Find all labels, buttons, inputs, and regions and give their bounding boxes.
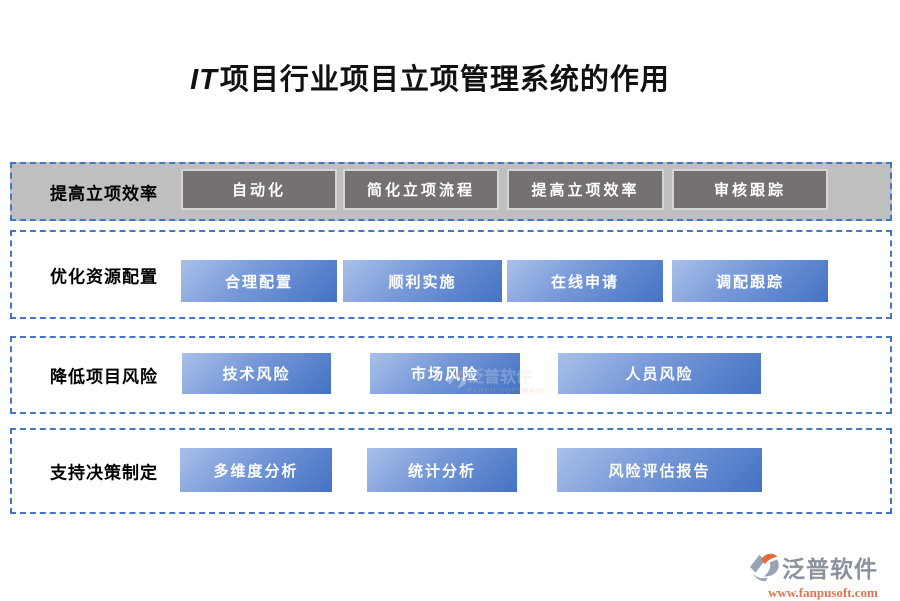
diagram-box-technical-risk: 技术风险	[182, 353, 331, 394]
diagram-box-smooth-implementation: 顺利实施	[343, 260, 502, 302]
diagram-box-reasonable-allocation: 合理配置	[181, 260, 337, 302]
row-reduce-risk: 降低项目风险 技术风险 市场风险 人员风险	[10, 336, 892, 414]
page-title: IT项目行业项目立项管理系统的作用	[0, 56, 860, 98]
brand-url: www.fanpusoft.com	[768, 585, 878, 600]
diagram-box-automation: 自动化	[181, 169, 337, 210]
diagram-box-multidimensional-analysis: 多维度分析	[180, 448, 332, 492]
row-label: 优化资源配置	[50, 267, 158, 286]
brand-watermark: 泛普软件 www.fanpusoft.com	[750, 550, 896, 601]
title-text: 项目行业项目立项管理系统的作用	[219, 64, 670, 96]
row-label: 提高立项效率	[50, 184, 158, 203]
brand-name: 泛普软件	[782, 557, 878, 582]
row-support-decision: 支持决策制定 多维度分析 统计分析 风险评估报告	[10, 428, 892, 514]
diagram-box-risk-assessment-report: 风险评估报告	[557, 448, 762, 492]
diagram-box-simplify-process: 简化立项流程	[343, 169, 499, 210]
row-label: 支持决策制定	[50, 463, 158, 483]
diagram-box-improve-efficiency: 提高立项效率	[507, 169, 664, 210]
diagram-box-dispatch-tracking: 调配跟踪	[672, 260, 828, 302]
diagram-box-online-application: 在线申请	[507, 260, 663, 302]
row-label: 降低项目风险	[50, 367, 158, 387]
row-improve-efficiency: 提高立项效率 自动化 简化立项流程 提高立项效率 审核跟踪	[10, 162, 892, 221]
diagram-box-personnel-risk: 人员风险	[558, 353, 761, 394]
diagram-box-market-risk: 市场风险	[370, 353, 520, 394]
diagram-box-statistical-analysis: 统计分析	[367, 448, 517, 492]
row-optimize-resources: 优化资源配置 合理配置 顺利实施 在线申请 调配跟踪	[10, 230, 892, 319]
diagram-box-audit-tracking: 审核跟踪	[672, 169, 828, 210]
fanpu-logo-icon	[750, 553, 779, 582]
title-italic-prefix: IT	[190, 64, 218, 96]
